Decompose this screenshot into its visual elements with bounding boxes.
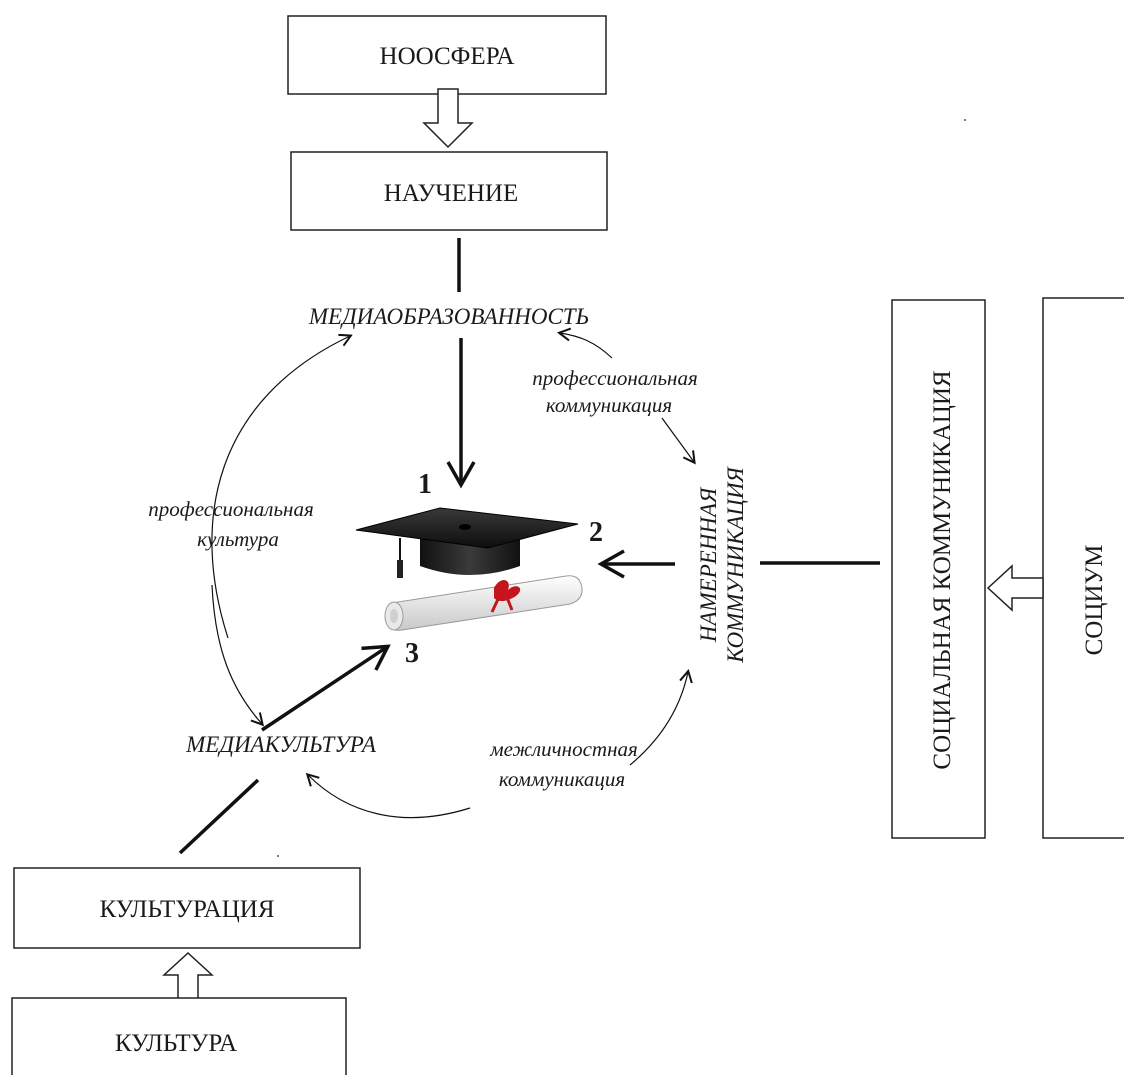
box-socialnaya-kommunikatsiya-label: СОЦИАЛЬНАЯ КОММУНИКАЦИЯ bbox=[929, 370, 956, 769]
hollow-arrow-sotsium-to-social bbox=[986, 564, 1044, 612]
edge-label-prof-komm-line2: коммуникация bbox=[546, 393, 672, 417]
arrow-mediakultura-to-3 bbox=[261, 644, 391, 732]
node-namerennaya-line1: НАМЕРЕННАЯ bbox=[696, 486, 721, 643]
edge-label-mezhlich-line1: межличностная bbox=[489, 737, 638, 761]
node-namerennaya-line2: КОММУНИКАЦИЯ bbox=[723, 465, 748, 663]
curve-mezhlich-down bbox=[308, 775, 471, 819]
node-mediaobrazovannost: МЕДИАОБРАЗОВАННОСТЬ bbox=[308, 304, 589, 329]
hollow-arrow-kultura-to-kulturatsiya bbox=[162, 951, 214, 1001]
box-noosfera: НООСФЕРА bbox=[287, 15, 607, 95]
box-kultura: КУЛЬТУРА bbox=[11, 997, 347, 1075]
box-sotsium-label: СОЦИУМ bbox=[1081, 545, 1108, 656]
stray-dot bbox=[277, 855, 279, 857]
curve-prof-komm-up bbox=[560, 333, 613, 359]
graduation-cap-diploma-icon bbox=[355, 507, 583, 631]
box-noosfera-label: НООСФЕРА bbox=[380, 43, 515, 70]
edge-label-prof-kult-line2: культура bbox=[197, 527, 279, 551]
box-kultura-label: КУЛЬТУРА bbox=[115, 1030, 237, 1057]
box-socialnaya-kommunikatsiya: СОЦИАЛЬНАЯ КОММУНИКАЦИЯ bbox=[891, 299, 986, 839]
hollow-arrow-noosfera-to-nauchenie bbox=[422, 88, 474, 149]
edge-label-mezhlich-line2: коммуникация bbox=[499, 767, 625, 791]
marker-3: 3 bbox=[405, 638, 419, 669]
marker-2: 2 bbox=[589, 517, 603, 548]
box-nauchenie: НАУЧЕНИЕ bbox=[290, 151, 608, 231]
edge-label-prof-kult-line1: профессиональная bbox=[148, 497, 313, 521]
node-mediakultura: МЕДИАКУЛЬТУРА bbox=[185, 732, 377, 757]
edge-label-prof-komm-line1: профессиональная bbox=[532, 366, 697, 390]
marker-1: 1 bbox=[418, 469, 432, 500]
stray-dot bbox=[964, 119, 966, 121]
box-nauchenie-label: НАУЧЕНИЕ bbox=[384, 180, 519, 207]
curve-mezhlich-up bbox=[629, 672, 688, 766]
curve-prof-kultura-down bbox=[211, 584, 262, 724]
curve-prof-komm-down bbox=[661, 417, 694, 462]
box-kulturatsiya-label: КУЛЬТУРАЦИЯ bbox=[100, 896, 275, 923]
box-kulturatsiya: КУЛЬТУРАЦИЯ bbox=[13, 867, 361, 949]
line-kulturatsiya-to-mediakultura bbox=[178, 778, 260, 855]
curve-prof-kultura-up bbox=[211, 336, 350, 639]
box-sotsium: СОЦИУМ bbox=[1042, 297, 1124, 839]
